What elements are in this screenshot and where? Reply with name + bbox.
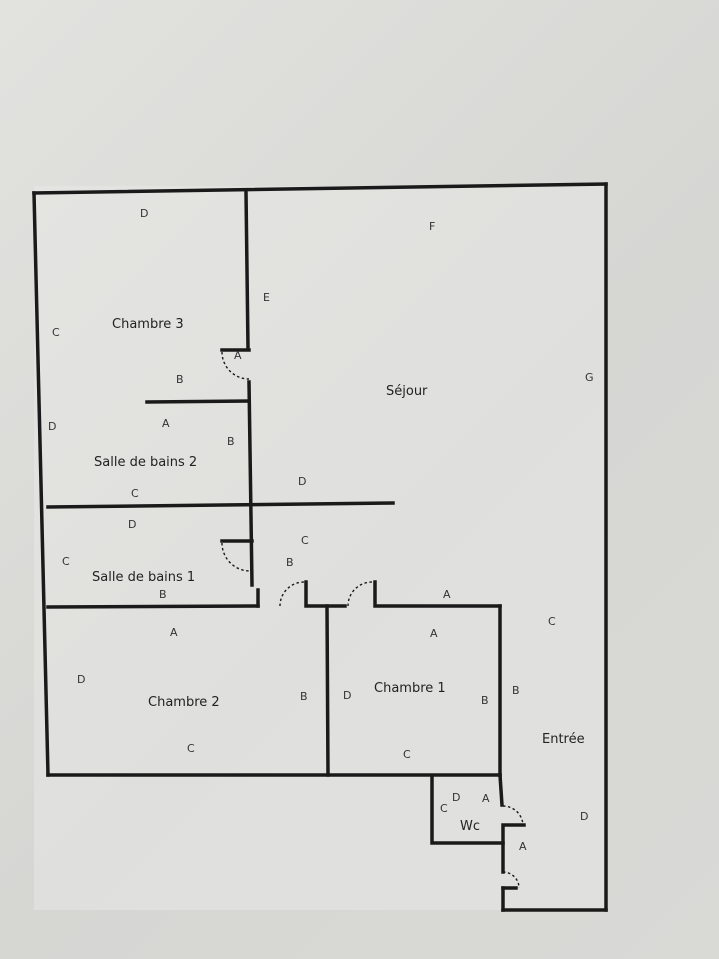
wall-letter: C (62, 555, 70, 568)
wall-letter: B (176, 373, 184, 386)
wall-letter: C (403, 748, 411, 761)
wall-chambre3-right (244, 190, 250, 350)
room-labels: Chambre 3 Séjour Salle de bains 2 Salle … (92, 317, 585, 834)
wall-letter: B (481, 694, 489, 707)
wall-letter: C (301, 534, 309, 547)
wall-letter: B (286, 556, 294, 569)
wall-letter: C (131, 487, 139, 500)
wall-letter: D (580, 810, 588, 823)
wall-letter: B (227, 435, 235, 448)
room-label-sdb2: Salle de bains 2 (94, 455, 197, 470)
room-label-sejour: Séjour (386, 384, 428, 399)
room-label-sdb1: Salle de bains 1 (92, 570, 195, 585)
wall-letter: A (170, 626, 178, 639)
wall-letter: A (430, 627, 438, 640)
wall-letter: A (234, 349, 242, 362)
wall-letter: B (512, 684, 520, 697)
wall-letter: A (482, 792, 490, 805)
wall-letter: G (585, 371, 594, 384)
room-label-entree: Entrée (542, 732, 585, 747)
wall-letter: D (452, 791, 460, 804)
door-swing-ch3 (221, 351, 250, 380)
wall-ch2-ch1 (325, 604, 330, 777)
door-swings (221, 351, 524, 889)
door-swing-sdb1 (221, 542, 251, 572)
wall-letter: A (519, 840, 527, 853)
outer-wall-top (32, 182, 608, 195)
wall-wc-right (498, 773, 504, 807)
wall-letter: D (77, 673, 85, 686)
wall-sdb2-top (145, 399, 251, 404)
wall-letter: D (343, 689, 351, 702)
wall-letter: C (52, 326, 60, 339)
wall-letter: D (140, 207, 148, 220)
wall-letter: C (440, 802, 448, 815)
wall-letter: D (128, 518, 136, 531)
room-label-chambre2: Chambre 2 (148, 695, 220, 710)
wall-letter: A (443, 588, 451, 601)
room-label-wc: Wc (460, 819, 480, 834)
wall-wc-box (430, 774, 505, 845)
outer-wall-left (32, 191, 50, 777)
room-label-chambre3: Chambre 3 (112, 317, 184, 332)
wall-letter: A (162, 417, 170, 430)
wall-letters: D C E B A F G D C B D A B C D C B A D B … (48, 207, 594, 853)
room-label-chambre1: Chambre 1 (374, 681, 446, 696)
wall-letter: C (548, 615, 556, 628)
wall-letter: D (48, 420, 56, 433)
wall-letter: F (429, 220, 435, 233)
door-swing-wc (502, 805, 524, 827)
wall-letter: B (300, 690, 308, 703)
wall-letter: E (263, 291, 270, 304)
wall-bedroom-hall-c (373, 580, 502, 608)
wall-letter: C (187, 742, 195, 755)
wall-sdb2-bottom (46, 501, 395, 509)
wall-sdb1-bottom (46, 604, 260, 609)
wall-chambre3-right-lower (247, 380, 254, 587)
plan-paper (34, 186, 606, 910)
wall-bedroom-hall-b (304, 580, 347, 608)
door-swing-entree (502, 871, 520, 889)
wall-letter: D (298, 475, 306, 488)
wall-letter: B (159, 588, 167, 601)
walls (32, 182, 608, 912)
